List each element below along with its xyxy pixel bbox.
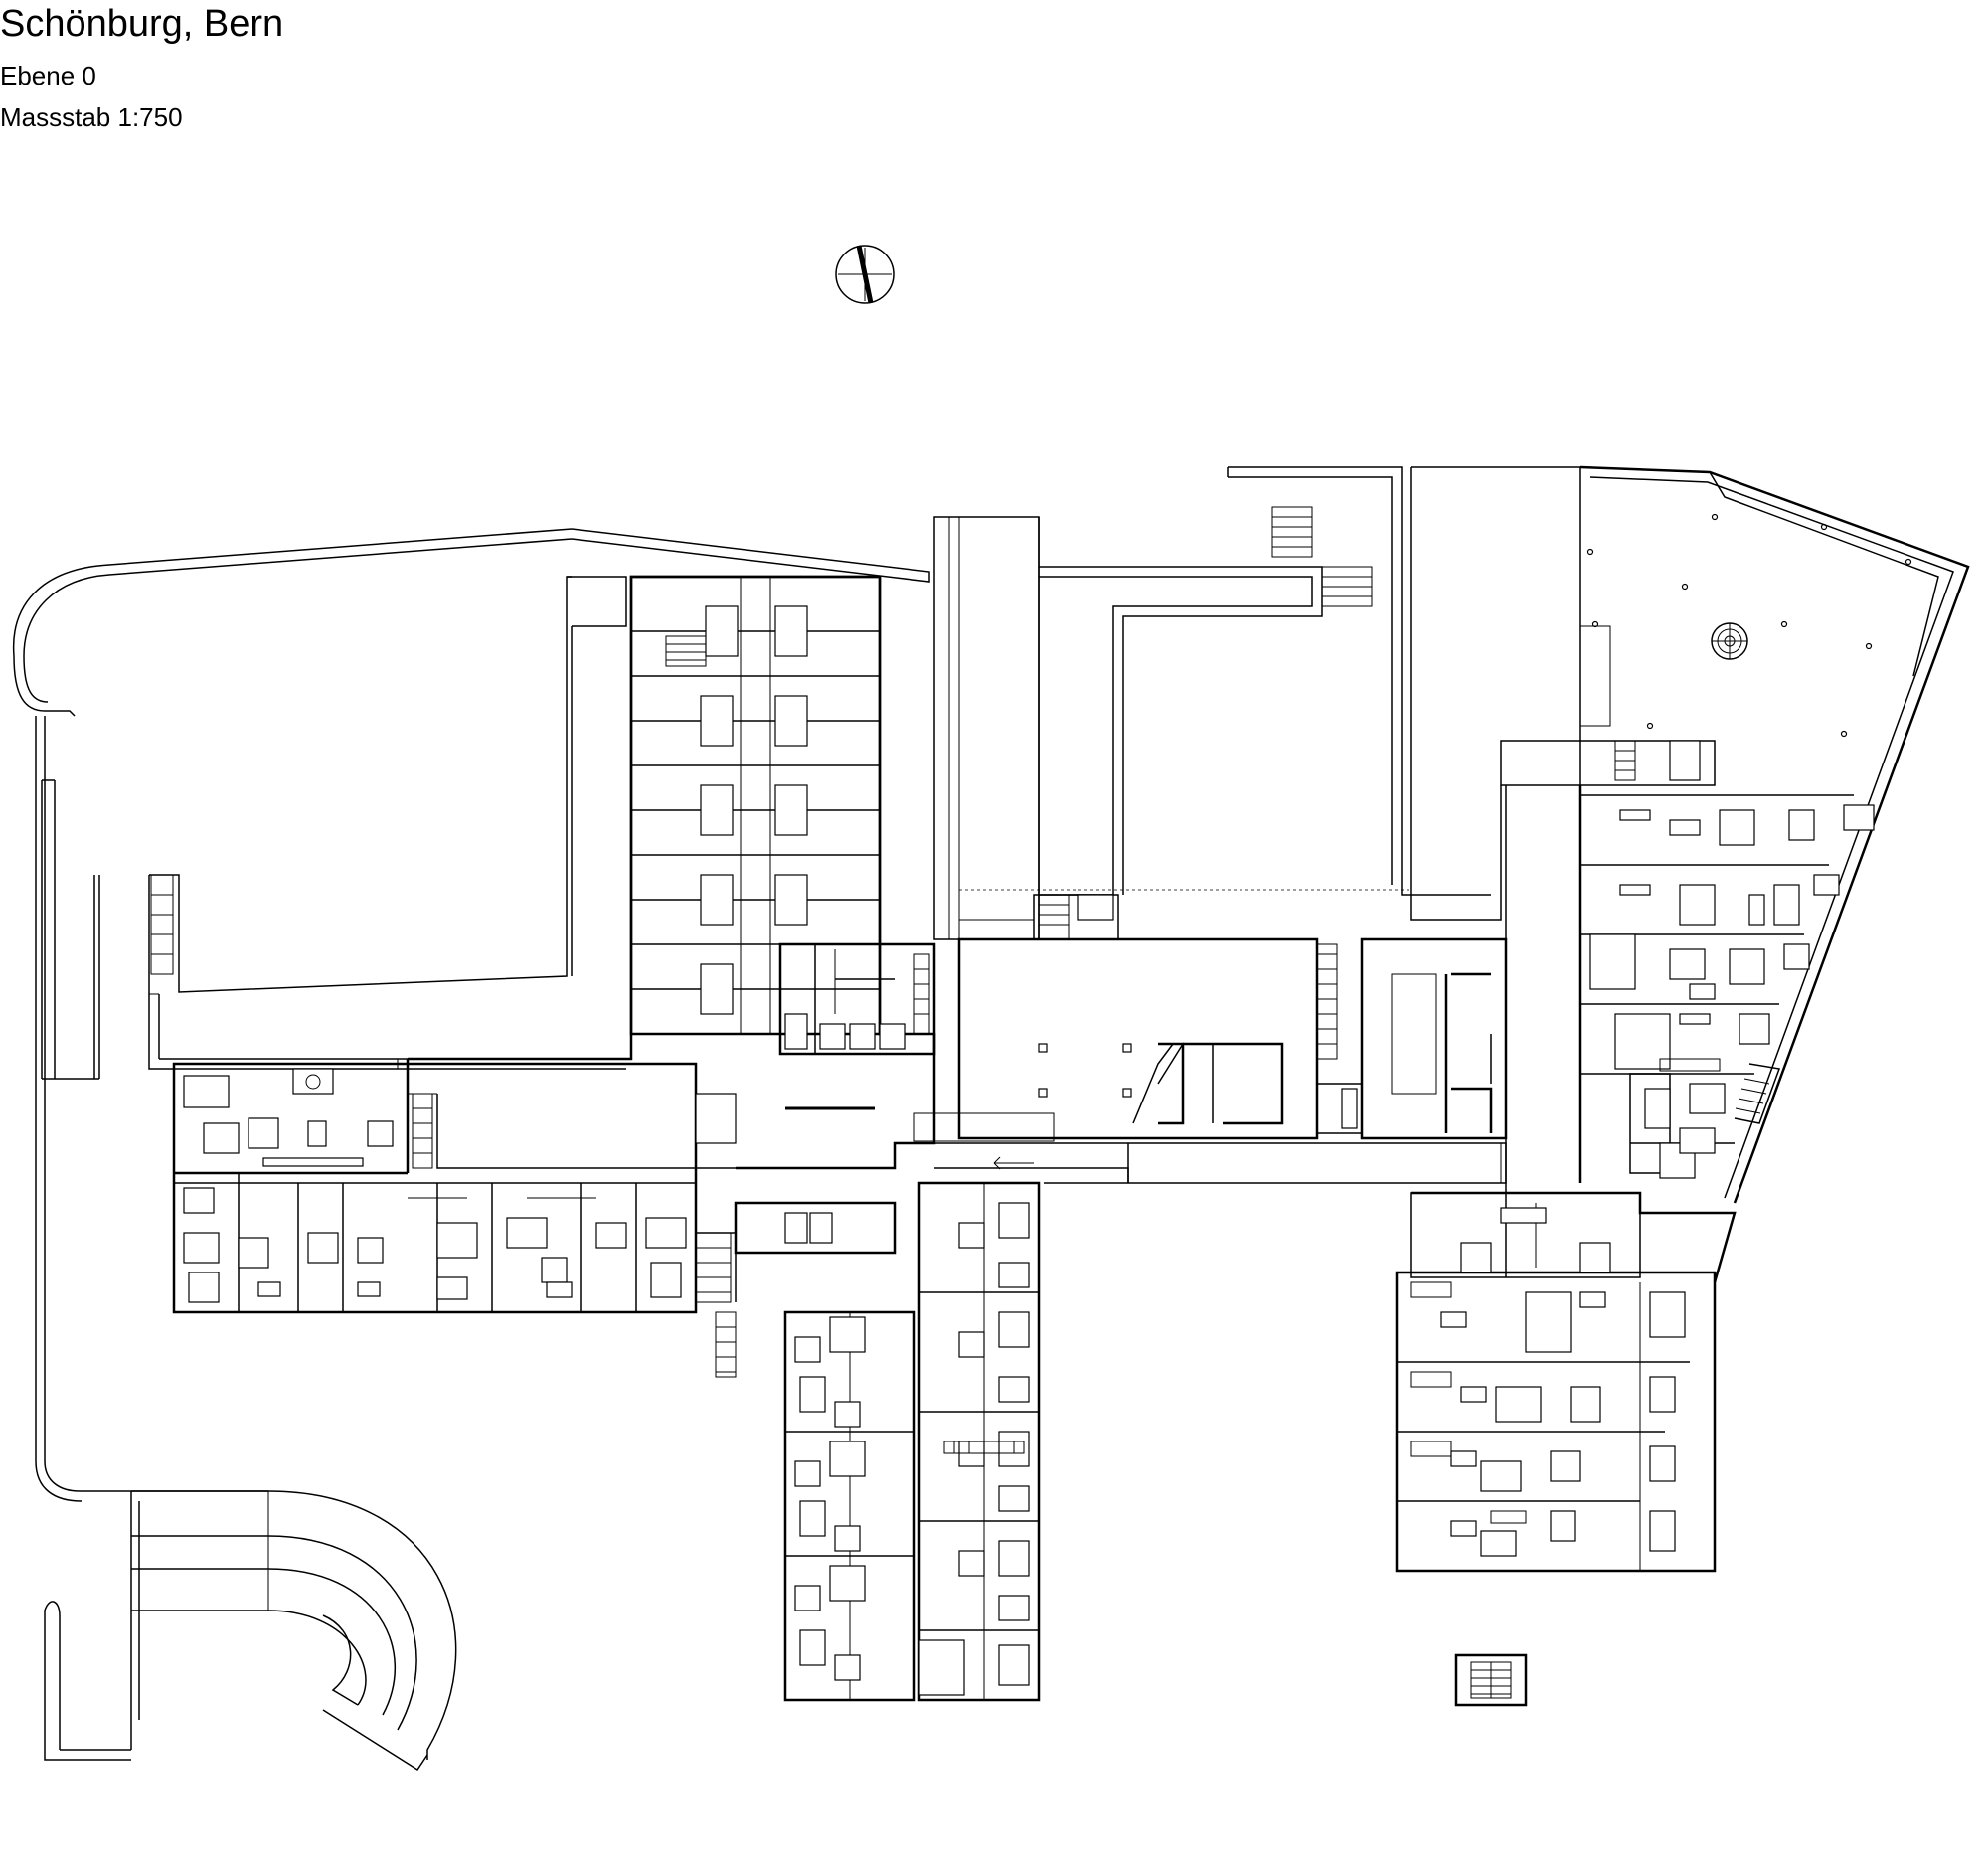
external-stair-west: [715, 1311, 737, 1378]
north-wing-rooms: [629, 575, 882, 1036]
scale-label: Massstab 1:750: [0, 102, 183, 132]
level-label: Ebene 0: [0, 61, 96, 90]
central-corridor: [408, 575, 936, 1170]
east-hall: [1360, 937, 1508, 1140]
curved-ramp: [44, 1490, 457, 1772]
southeast-block: [1395, 1183, 1737, 1573]
west-wing: [172, 1059, 698, 1314]
lower-lobby: [695, 1201, 897, 1373]
drawing-title: Schönburg, Bern: [0, 3, 284, 45]
east-wing-apartments: [1505, 465, 1970, 1204]
courtyard-terraces: [959, 466, 1581, 921]
link-corridor: [913, 1112, 1507, 1184]
site-outline: [12, 528, 930, 1502]
stair-pavilion: [1454, 1653, 1528, 1707]
service-core: [778, 942, 936, 1056]
south-wing: [783, 1181, 1041, 1702]
north-arrow-icon: [835, 245, 895, 304]
external-stair-east: [1734, 1063, 1781, 1124]
north-shaft: [933, 516, 1040, 940]
central-hall: [957, 894, 1363, 1140]
courtyard-wall: [148, 576, 627, 1070]
